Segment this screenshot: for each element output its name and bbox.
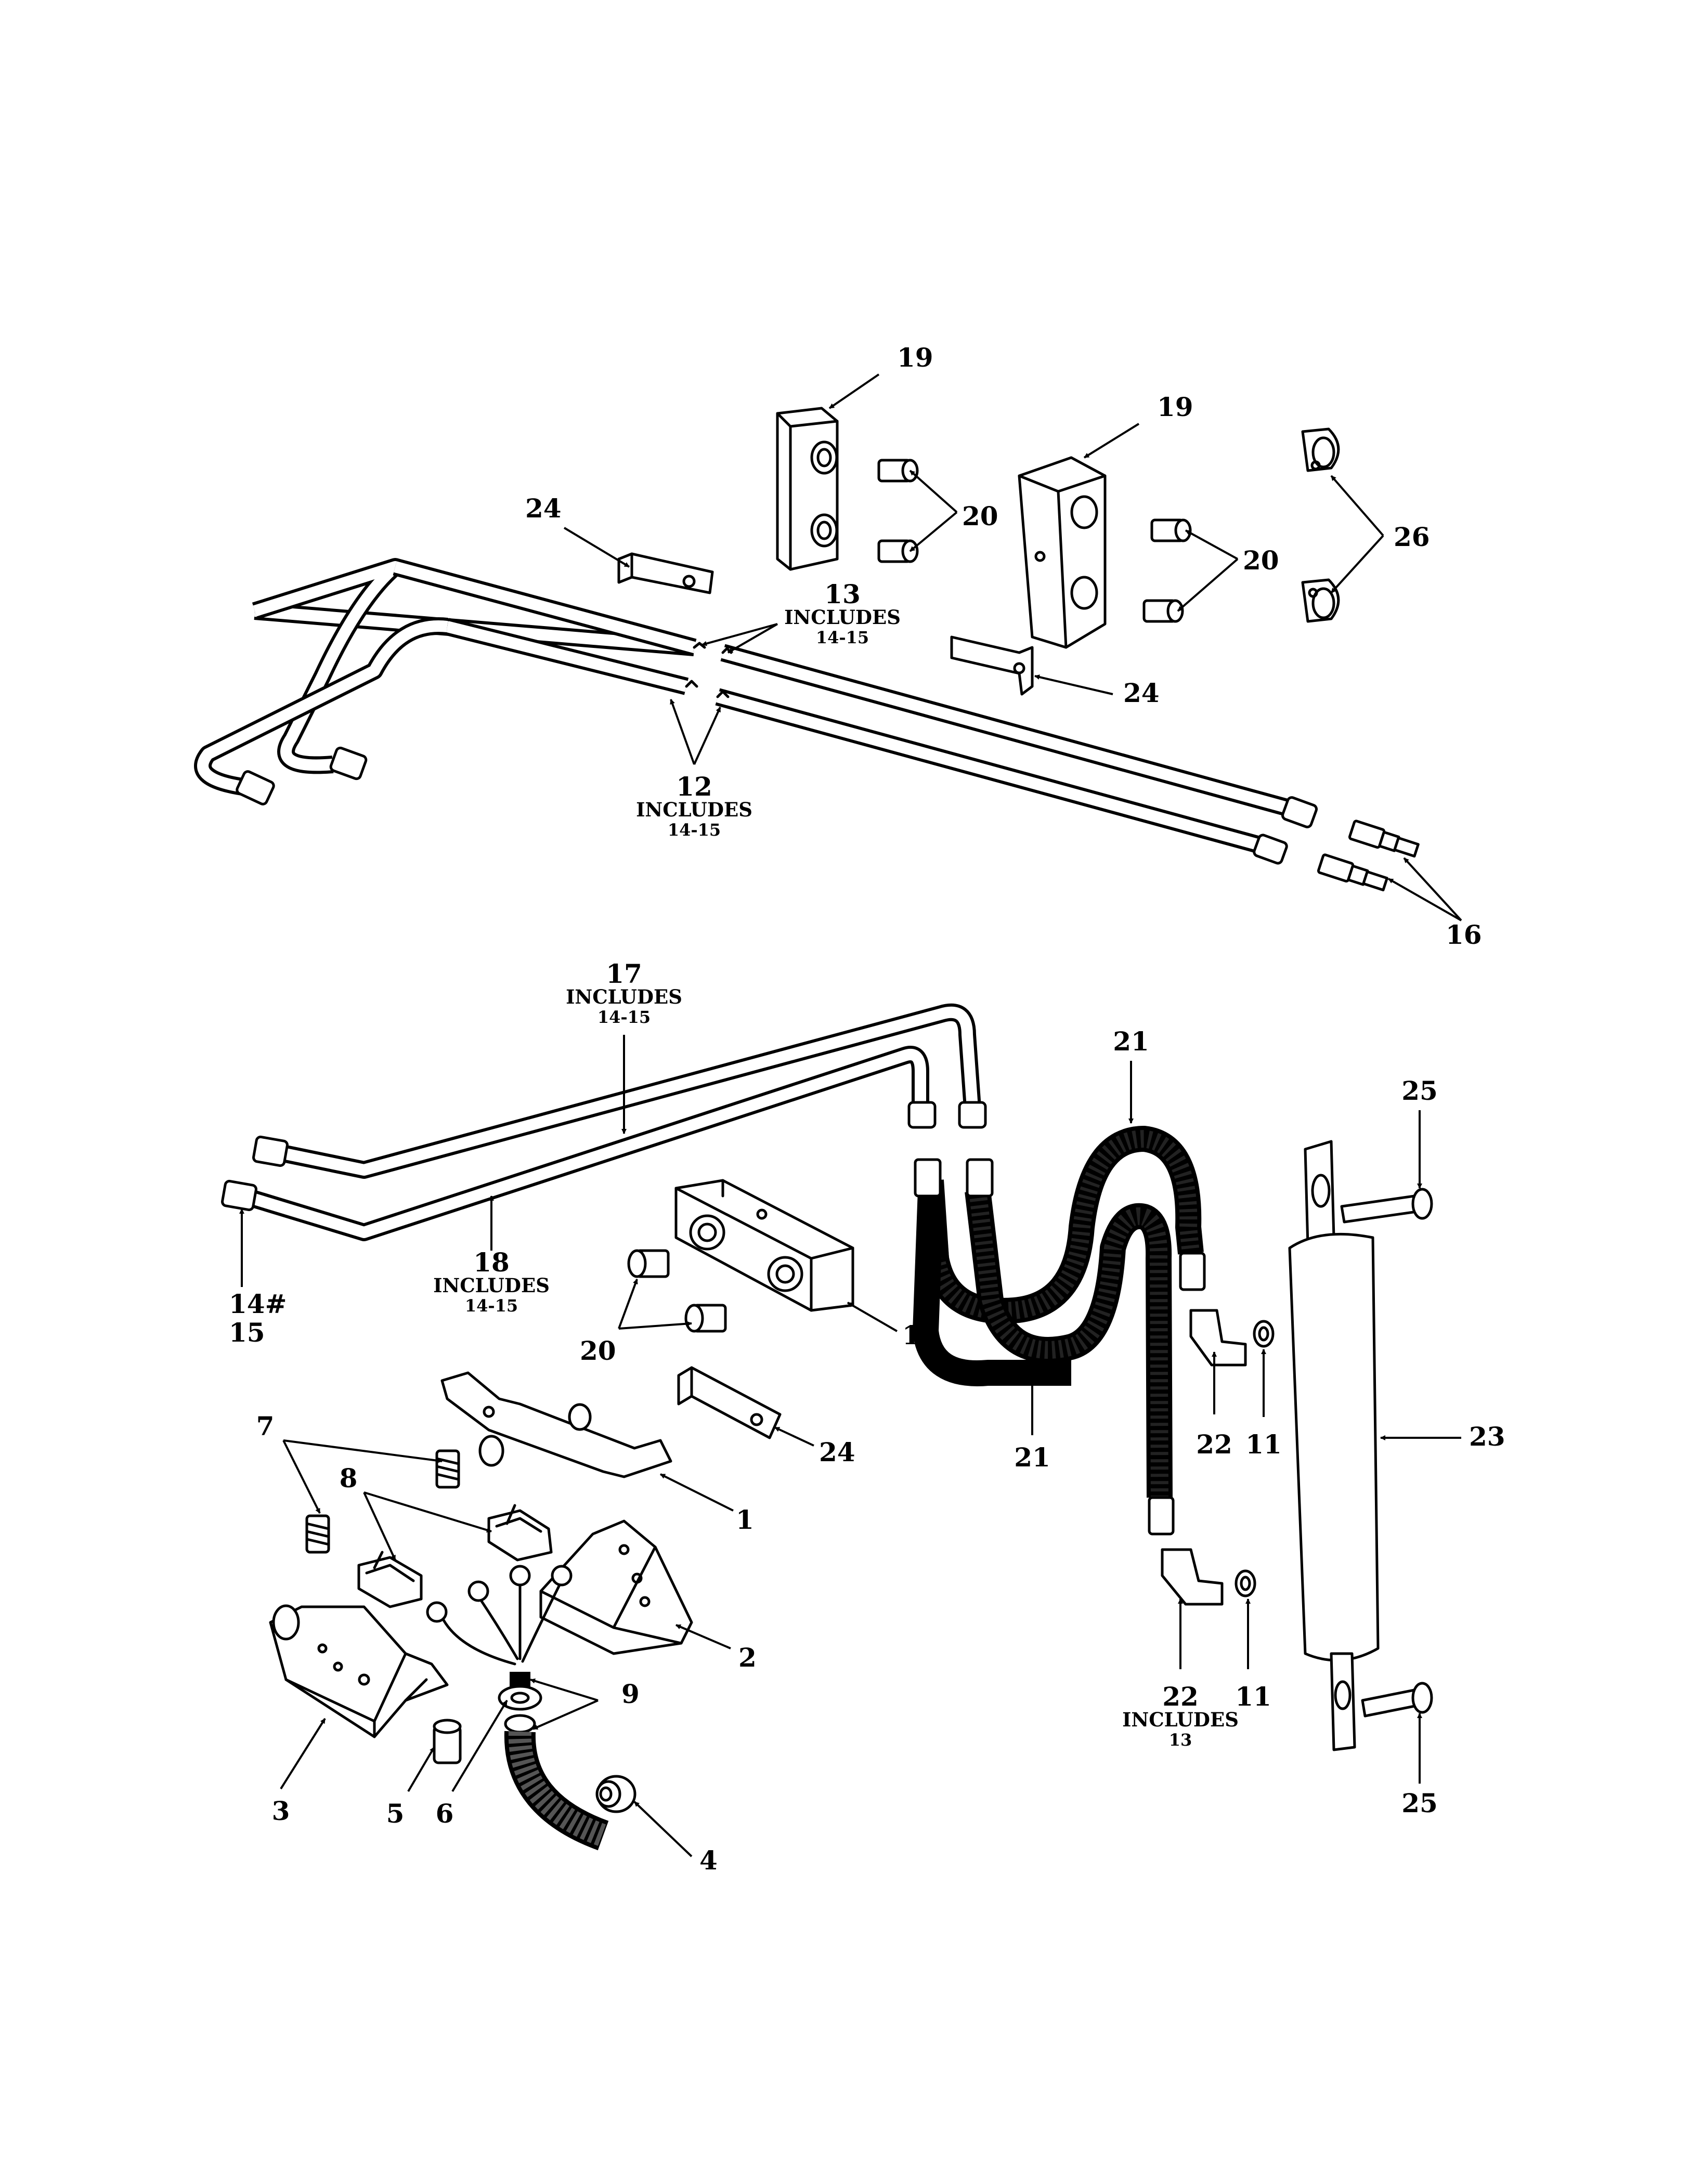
- callout-8: 8: [340, 1463, 358, 1493]
- mounting-bracket-3: [269, 1604, 449, 1738]
- callout-5: 5: [386, 1798, 405, 1829]
- callout-24: 24: [525, 493, 562, 524]
- washers-11: [1235, 1320, 1275, 1597]
- fittings-16: [1317, 820, 1420, 892]
- callout-22-includes: INCLUDES: [1122, 1708, 1239, 1731]
- wiring-harness-9: [426, 1565, 609, 1851]
- callout-17-includes: INCLUDES: [566, 985, 682, 1008]
- callout-20: 20: [1243, 545, 1279, 576]
- callout-11: 11: [1245, 1429, 1282, 1460]
- leader-lines: [239, 373, 1462, 1857]
- callout-25: 25: [1401, 1788, 1438, 1818]
- callout-6: 6: [436, 1798, 454, 1829]
- callout-2: 2: [738, 1642, 757, 1673]
- callout-9: 9: [621, 1679, 640, 1709]
- callout-13-range: 14-15: [816, 628, 869, 647]
- callout-13-includes: INCLUDES: [784, 606, 901, 629]
- callout-23: 23: [1469, 1421, 1505, 1452]
- callout-15: 15: [229, 1317, 265, 1348]
- callout-19: 19: [897, 342, 933, 373]
- callout-18: 18: [473, 1247, 510, 1278]
- mounting-block-19-left: [776, 407, 839, 571]
- callout-22: 22: [1196, 1429, 1232, 1460]
- callout-14: 14#: [229, 1289, 287, 1319]
- callout-26: 26: [1394, 522, 1430, 552]
- callout-19: 19: [1157, 392, 1193, 422]
- tube-assembly-17-18: [221, 1003, 987, 1241]
- callout-12-includes: INCLUDES: [636, 798, 752, 821]
- bushings-20-lower: [627, 1249, 727, 1333]
- angle-bracket-24-a: [617, 552, 714, 594]
- bushings-20-upper: [877, 459, 1192, 623]
- callout-7: 7: [256, 1411, 275, 1441]
- callout-12-range: 14-15: [668, 820, 721, 840]
- callout-21: 21: [1014, 1442, 1050, 1473]
- callout-22: 22: [1162, 1681, 1199, 1712]
- callout-1: 1: [736, 1504, 754, 1535]
- callout-18-range: 14-15: [465, 1296, 518, 1316]
- callout-17-range: 14-15: [597, 1007, 651, 1027]
- callout-4: 4: [699, 1845, 718, 1876]
- callout-24: 24: [1123, 678, 1160, 708]
- hoses-21: [913, 1126, 1206, 1536]
- hydraulic-cylinder-23: [1288, 1140, 1380, 1751]
- callout-16: 16: [1446, 919, 1482, 950]
- mounting-block-19-right: [1018, 456, 1107, 649]
- angle-bracket-24-c: [677, 1366, 782, 1439]
- mounting-block-19-lower: [674, 1179, 854, 1312]
- callout-21: 21: [1113, 1026, 1149, 1057]
- callout-12: 12: [676, 771, 712, 802]
- callout-20: 20: [962, 501, 998, 531]
- tube-assembly-13: [252, 558, 1318, 828]
- callout-18-includes: INCLUDES: [433, 1274, 550, 1297]
- callout-22-range: 13: [1169, 1730, 1192, 1750]
- spacer-5: [433, 1719, 462, 1764]
- elbow-fittings-22: [1161, 1309, 1247, 1606]
- pins-25: [1340, 1188, 1433, 1718]
- callout-3: 3: [272, 1796, 290, 1826]
- callout-25: 25: [1401, 1075, 1438, 1106]
- callout-17: 17: [606, 958, 642, 989]
- callout-20: 20: [580, 1335, 616, 1366]
- angle-bracket-24-b: [950, 635, 1034, 696]
- microswitches-8: [357, 1504, 553, 1608]
- switch-mount-plate-1: [440, 1371, 672, 1478]
- callout-labels: 19 19 20 20 24 24 26 13 INCLUDES 14-15 1…: [229, 342, 1505, 1876]
- tube-assembly-12: [194, 617, 1288, 865]
- callout-11: 11: [1235, 1681, 1271, 1712]
- callout-19: 19: [902, 1320, 939, 1350]
- grommet-4: [595, 1775, 636, 1813]
- clamps-26: [1301, 427, 1340, 623]
- callout-13: 13: [824, 579, 861, 609]
- springs-7: [305, 1449, 460, 1554]
- callout-24: 24: [819, 1437, 855, 1467]
- mounting-bracket-2: [539, 1519, 693, 1655]
